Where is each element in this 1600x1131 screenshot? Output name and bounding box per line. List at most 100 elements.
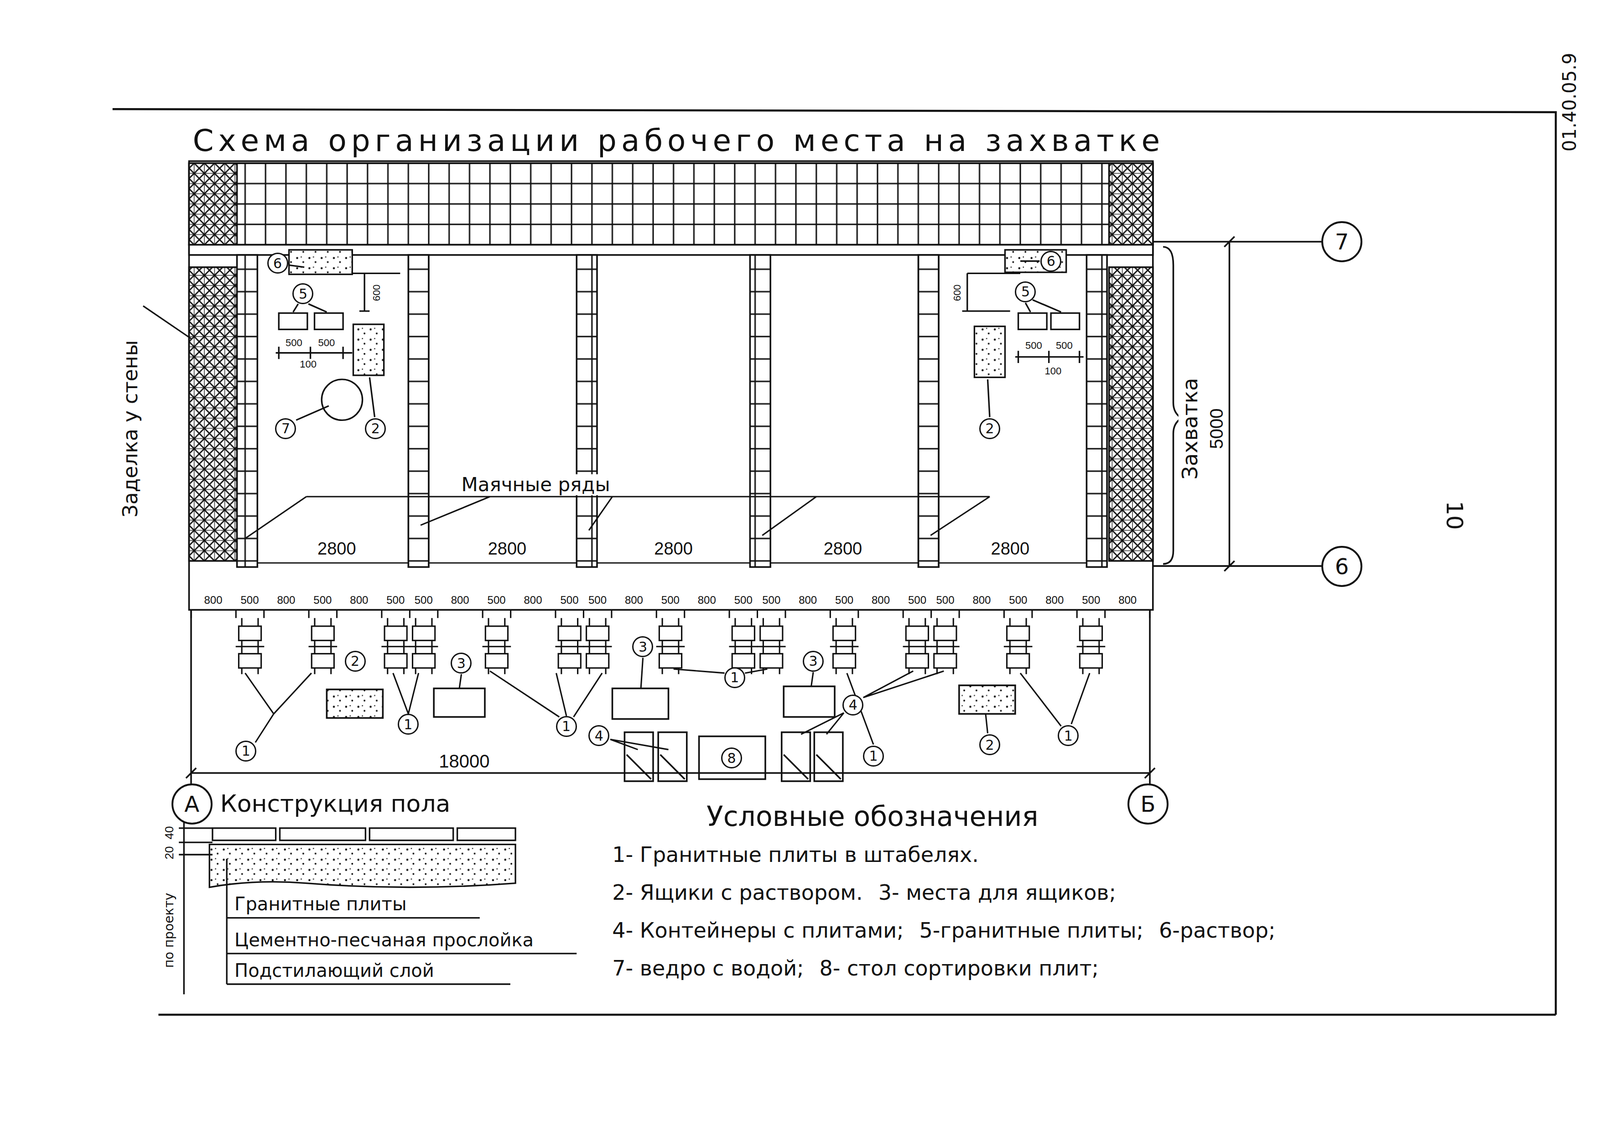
slab-stack <box>934 626 957 641</box>
inset-left <box>314 313 344 330</box>
dimension: 800 <box>869 593 892 606</box>
floor-section <box>178 820 577 995</box>
dimension: 500 <box>384 593 407 606</box>
floor-section <box>280 828 366 841</box>
dimension-tick <box>190 609 192 619</box>
dimension: 5000 <box>1206 406 1227 451</box>
legend-entry: 3- места для ящиков; <box>878 880 1117 905</box>
callout-number: 3 <box>632 636 654 658</box>
callout-number: 1 <box>862 745 884 767</box>
dimension: 500 <box>1007 593 1029 606</box>
slab-stack <box>934 653 957 668</box>
dimension-tick <box>784 609 786 619</box>
axis-label: Б <box>1140 793 1156 816</box>
inset-right <box>1018 313 1048 330</box>
layer-name: Гранитные плиты <box>232 893 409 915</box>
dimension-tick <box>683 609 686 619</box>
dimension-tick <box>857 609 859 619</box>
dimension-lines <box>186 609 1155 788</box>
dimension: 800 <box>449 593 472 606</box>
axis-marker: 6 <box>1321 545 1363 588</box>
callout-number: 6 <box>267 252 289 274</box>
dimension-tick <box>409 609 411 619</box>
callout-number: 2 <box>979 734 1001 756</box>
plan <box>237 254 258 567</box>
sheet-code: 01.40.05.9 <box>1559 51 1580 154</box>
dimension: 2800 <box>652 539 695 559</box>
legend-entry: 4- Контейнеры с плитами; <box>612 918 904 943</box>
dimension: 500 <box>934 593 956 606</box>
dimension: 500 <box>238 593 261 606</box>
site-storage <box>326 689 383 719</box>
plan <box>257 562 1087 564</box>
slab-stack <box>732 626 755 641</box>
plan <box>188 267 237 562</box>
slab-stack <box>238 653 261 668</box>
plan <box>188 163 237 245</box>
plan <box>576 254 598 567</box>
dimension: 500 <box>1023 340 1045 352</box>
plan <box>749 254 771 567</box>
leader-lines <box>244 496 990 539</box>
slab-stack <box>830 618 859 675</box>
floor-section <box>369 828 453 841</box>
dimension: 500 <box>906 593 929 606</box>
callout-number: 2 <box>364 418 386 440</box>
legend-row: 1- Гранитные плиты в штабелях. <box>612 842 1291 868</box>
slab-stack <box>238 626 261 641</box>
wall-note: Заделка у стены <box>119 337 142 520</box>
legend-heading: Условные обозначения <box>704 801 1041 832</box>
dimension: 500 <box>485 593 508 606</box>
callout-number: 7 <box>275 418 297 440</box>
dimension-tick <box>902 609 904 619</box>
drawing-frame <box>112 109 1556 1015</box>
callout-number: 8 <box>721 747 743 769</box>
dimension: 500 <box>659 593 682 606</box>
legend-row: 7- ведро с водой;8- стол сортировки плит… <box>612 956 1291 981</box>
legend-entry: 7- ведро с водой; <box>612 955 804 981</box>
callout-number: 5 <box>1014 281 1036 303</box>
slab-stack <box>409 618 439 675</box>
slab-stack <box>1076 618 1106 675</box>
slab-stack <box>311 653 334 668</box>
plan <box>1109 267 1154 562</box>
slab-stack <box>311 626 334 641</box>
dimension: 800 <box>275 593 297 606</box>
inset-left <box>289 249 353 275</box>
leader-lines <box>143 306 192 339</box>
dimension: 2800 <box>486 539 529 559</box>
slab-stack <box>586 626 609 641</box>
site-storage <box>959 685 1016 715</box>
slab-stack <box>482 618 512 675</box>
legend-entry: 6-раствор; <box>1158 918 1276 943</box>
dimension: 500 <box>412 593 435 606</box>
dimension-tick <box>336 609 338 619</box>
plan <box>188 163 1153 245</box>
dimension-tick <box>436 609 439 619</box>
slab-stack <box>1079 626 1102 641</box>
dimension: 20 <box>162 844 177 862</box>
plan <box>1086 254 1107 567</box>
note: по проекту <box>162 891 177 971</box>
page-number: 10 <box>1441 498 1467 532</box>
legend-row: 2- Ящики с раствором.3- места для ящиков… <box>612 880 1291 905</box>
slab-stack <box>558 626 581 641</box>
inset-right <box>974 326 1005 378</box>
floor-section <box>178 820 577 995</box>
inset-right <box>987 260 1061 417</box>
slab-stack <box>558 653 581 668</box>
dimension-tick <box>1003 609 1005 619</box>
legend: 1- Гранитные плиты в штабелях. 2- Ящики с… <box>612 842 1291 995</box>
slab-stack <box>760 653 783 668</box>
slab-stack <box>905 626 929 641</box>
callout-number: 2 <box>979 418 1001 440</box>
drawing-title: Схема организации рабочего места на захв… <box>190 124 1167 158</box>
plan <box>188 161 1153 610</box>
dimension: 500 <box>732 593 755 606</box>
dimension: 500 <box>1080 593 1102 606</box>
slab-stack <box>903 618 932 675</box>
dimension: 500 <box>586 593 609 606</box>
dimension-tick <box>235 609 237 619</box>
slab-stack <box>412 653 436 668</box>
floor-section <box>212 828 276 841</box>
